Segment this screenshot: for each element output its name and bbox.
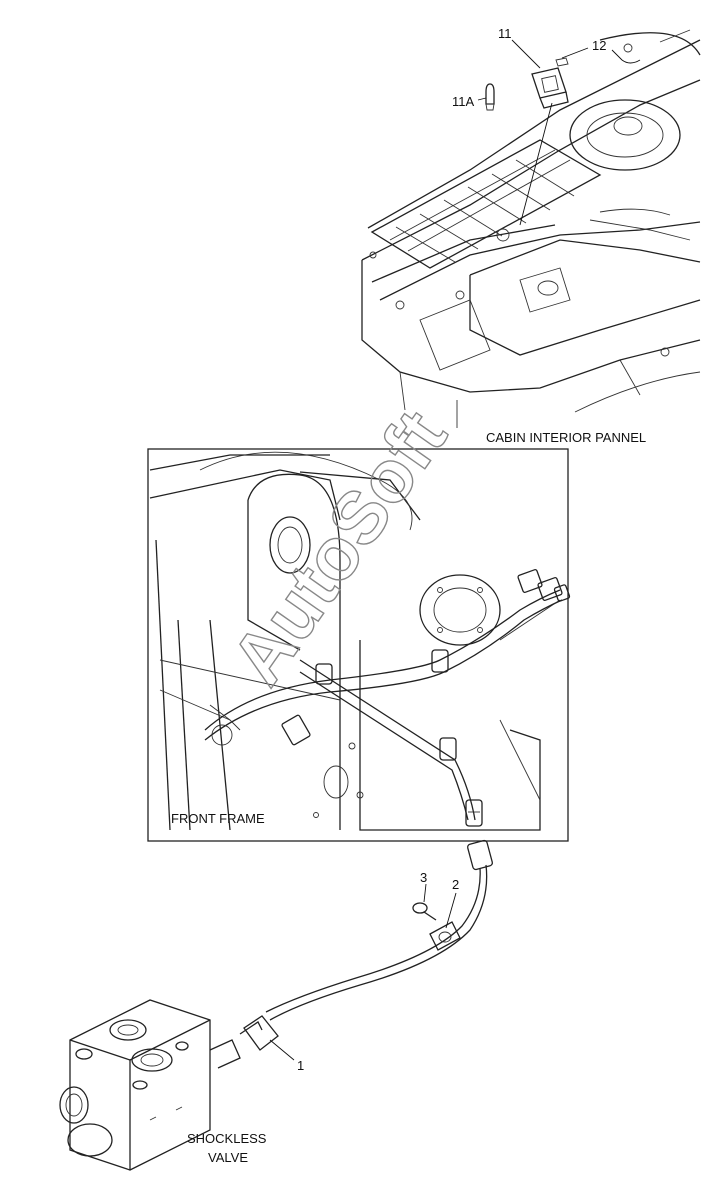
cabin-interior-label: CABIN INTERIOR PANNEL bbox=[486, 430, 646, 445]
valve-label-line1: SHOCKLESS bbox=[187, 1131, 267, 1146]
callout-12: 12 bbox=[592, 38, 606, 53]
wire-harness bbox=[239, 839, 493, 1051]
shockless-valve bbox=[59, 999, 241, 1171]
bulb bbox=[485, 83, 495, 111]
front-frame-detail bbox=[149, 451, 571, 831]
callout-2: 2 bbox=[452, 877, 459, 892]
callout-11a: 11A bbox=[452, 94, 474, 109]
valve-label-line2: VALVE bbox=[208, 1150, 248, 1165]
callout-1: 1 bbox=[297, 1058, 304, 1073]
callout-11: 11 bbox=[498, 26, 512, 41]
callout-3: 3 bbox=[420, 870, 427, 885]
watermark: AutoSoft bbox=[215, 396, 462, 699]
front-frame-box bbox=[147, 448, 569, 842]
front-frame-label: FRONT FRAME bbox=[171, 811, 265, 826]
cabin-interior-panel bbox=[361, 29, 701, 428]
rocker-switch bbox=[519, 57, 569, 226]
